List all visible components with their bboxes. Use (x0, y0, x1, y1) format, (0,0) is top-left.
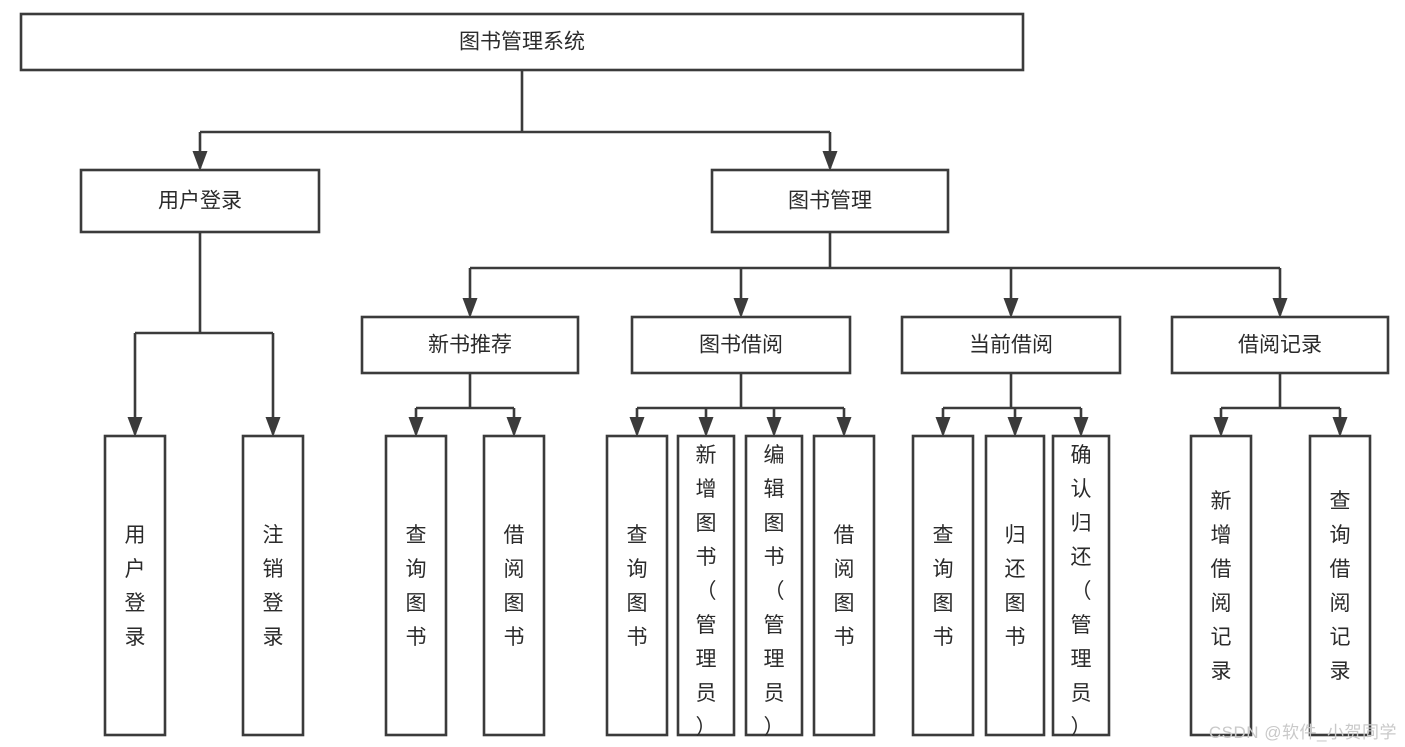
node-label: 查询借阅记录 (1330, 490, 1351, 683)
node-label: 图书管理系统 (459, 31, 585, 54)
arrow-head-icon (766, 417, 782, 437)
arrow-head-icon (935, 417, 951, 437)
node-box[interactable] (482, 434, 546, 737)
arrow-head-icon (192, 151, 208, 171)
node-box[interactable] (911, 434, 975, 737)
arrow-head-icon (265, 417, 281, 437)
arrow-head-icon (822, 151, 838, 171)
node-label: 图书管理 (788, 190, 872, 213)
node-box[interactable] (384, 434, 448, 737)
node-current-borrow[interactable]: 当前借阅 (900, 315, 1122, 375)
arrow-head-icon (1003, 298, 1019, 318)
node-leaf-confirm-return-admin[interactable]: 确认归还（管理员） (1051, 434, 1111, 739)
node-box[interactable] (630, 315, 852, 375)
node-user-login[interactable]: 用户登录 (79, 168, 321, 234)
arrow-head-icon (506, 417, 522, 437)
arrow-head-icon (127, 417, 143, 437)
node-label: 用户登录 (158, 190, 242, 213)
node-leaf-user-login[interactable]: 用户登录 (103, 434, 167, 737)
node-box[interactable] (1189, 434, 1253, 737)
node-box[interactable] (241, 434, 305, 737)
arrow-head-icon (408, 417, 424, 437)
node-leaf-return-book[interactable]: 归还图书 (984, 434, 1046, 737)
node-borrow-record[interactable]: 借阅记录 (1170, 315, 1390, 375)
node-label: 编辑图书（管理员） (764, 444, 785, 739)
node-box[interactable] (605, 434, 669, 737)
node-label: 用户登录 (125, 524, 146, 649)
node-leaf-add-book-admin[interactable]: 新增图书（管理员） (676, 434, 736, 739)
arrow-head-icon (629, 417, 645, 437)
arrow-head-icon (1272, 298, 1288, 318)
arrow-head-icon (1213, 417, 1229, 437)
node-leaf-query-book-rec[interactable]: 查询图书 (384, 434, 448, 737)
node-box[interactable] (900, 315, 1122, 375)
node-box[interactable] (984, 434, 1046, 737)
node-leaf-query-book-cur[interactable]: 查询图书 (911, 434, 975, 737)
node-leaf-borrow-book-rec[interactable]: 借阅图书 (482, 434, 546, 737)
node-label: 归还图书 (1005, 524, 1026, 649)
node-label: 查询图书 (933, 524, 954, 649)
node-leaf-borrow-book[interactable]: 借阅图书 (812, 434, 876, 737)
node-label: 借阅图书 (834, 524, 855, 649)
node-box[interactable] (676, 434, 736, 737)
arrow-head-icon (1007, 417, 1023, 437)
node-box[interactable] (103, 434, 167, 737)
node-box[interactable] (79, 168, 321, 234)
node-box[interactable] (19, 12, 1025, 72)
node-book-manage[interactable]: 图书管理 (710, 168, 950, 234)
node-leaf-query-book-borrow[interactable]: 查询图书 (605, 434, 669, 737)
node-label: 新书推荐 (428, 334, 512, 357)
node-box[interactable] (710, 168, 950, 234)
arrow-head-icon (698, 417, 714, 437)
node-root-book-management-system[interactable]: 图书管理系统 (19, 12, 1025, 72)
node-box[interactable] (1308, 434, 1372, 737)
arrow-head-icon (1332, 417, 1348, 437)
node-label: 图书借阅 (699, 334, 783, 357)
node-label: 借阅图书 (504, 524, 525, 649)
node-box[interactable] (360, 315, 580, 375)
connectors-layer (127, 70, 1348, 437)
nodes-layer: 图书管理系统用户登录图书管理新书推荐图书借阅当前借阅借阅记录用户登录注销登录查询… (19, 12, 1390, 739)
node-leaf-edit-book-admin[interactable]: 编辑图书（管理员） (744, 434, 804, 739)
node-box[interactable] (1051, 434, 1111, 737)
node-box[interactable] (812, 434, 876, 737)
node-box[interactable] (744, 434, 804, 737)
arrow-head-icon (1073, 417, 1089, 437)
node-new-book-recommend[interactable]: 新书推荐 (360, 315, 580, 375)
arrow-head-icon (836, 417, 852, 437)
node-label: 新增借阅记录 (1211, 490, 1232, 683)
node-leaf-logout-login[interactable]: 注销登录 (241, 434, 305, 737)
node-leaf-query-borrow-record[interactable]: 查询借阅记录 (1308, 434, 1372, 737)
node-label: 新增图书（管理员） (696, 444, 717, 739)
node-label: 当前借阅 (969, 334, 1053, 357)
node-book-borrow[interactable]: 图书借阅 (630, 315, 852, 375)
node-label: 查询图书 (627, 524, 648, 649)
arrow-head-icon (462, 298, 478, 318)
node-label: 查询图书 (406, 524, 427, 649)
node-label: 注销登录 (263, 524, 284, 649)
arrow-head-icon (733, 298, 749, 318)
node-leaf-add-borrow-record[interactable]: 新增借阅记录 (1189, 434, 1253, 737)
node-label: 借阅记录 (1238, 334, 1322, 357)
node-box[interactable] (1170, 315, 1390, 375)
node-label: 确认归还（管理员） (1071, 444, 1092, 739)
